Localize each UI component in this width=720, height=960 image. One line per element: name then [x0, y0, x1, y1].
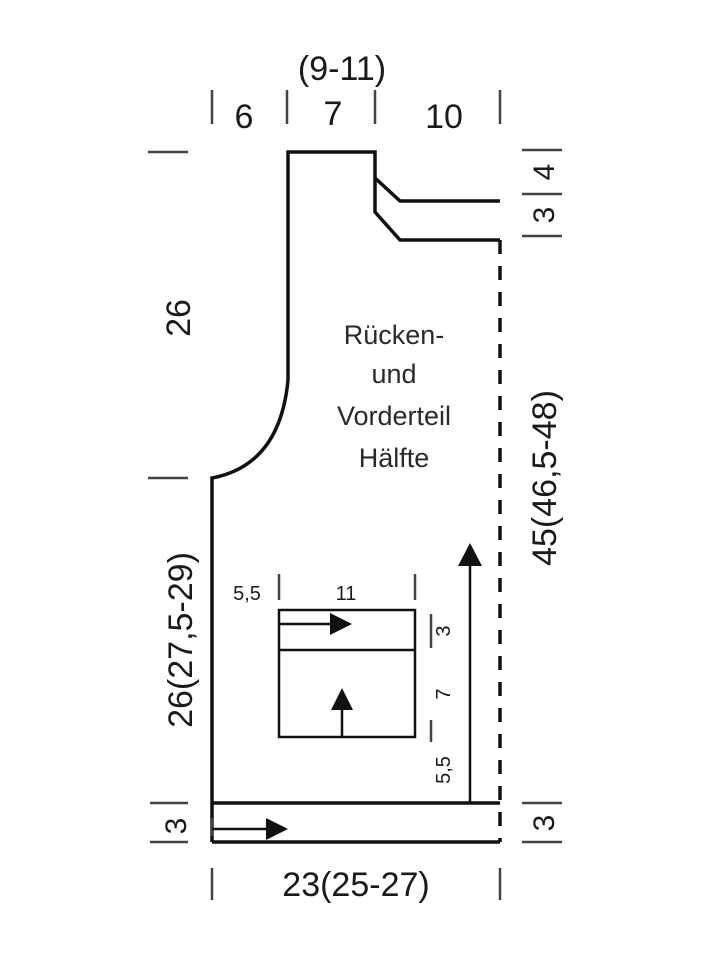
hem-arrow-head — [266, 818, 288, 840]
pocket-body-arrow-head — [331, 688, 353, 710]
pocket-width-label: 11 — [336, 583, 357, 605]
shoulder-step-label: 3 — [528, 207, 561, 224]
pocket-offset-left-label: 5,5 — [233, 583, 261, 605]
bottom-width-label: 23(25-27) — [282, 866, 429, 904]
garment-outline — [210, 150, 500, 842]
piece-label-line-3: Vorderteil — [337, 401, 451, 431]
pocket-outline — [277, 608, 417, 739]
upper-height-label: 26 — [160, 299, 198, 337]
top-segment-mid-label: 7 — [324, 95, 343, 133]
pocket-band-arrow-head — [330, 613, 352, 635]
top-segment-right-label: 10 — [425, 98, 463, 136]
right-hem-label: 3 — [528, 815, 561, 832]
left-hem-label: 3 — [160, 818, 193, 835]
top-segment-left-label: 6 — [235, 98, 254, 136]
pocket-body-height-label: 7 — [433, 688, 455, 699]
piece-label-line-1: Rücken- — [344, 320, 445, 350]
total-height-label: 45(46,5-48) — [526, 390, 564, 566]
piece-label-line-4: Hälfte — [359, 443, 430, 473]
piece-label-line-2: und — [371, 359, 416, 389]
pocket-offset-bottom-label: 5,5 — [433, 756, 455, 784]
neck-range-label: (9-11) — [298, 50, 386, 88]
pocket-band-height-label: 3 — [433, 625, 455, 636]
lower-height-label: 26(27,5-29) — [162, 552, 200, 728]
shoulder-top-label: 4 — [528, 164, 561, 181]
shoulder-step-line — [373, 178, 500, 242]
knit-direction-arrow-head — [458, 543, 482, 566]
